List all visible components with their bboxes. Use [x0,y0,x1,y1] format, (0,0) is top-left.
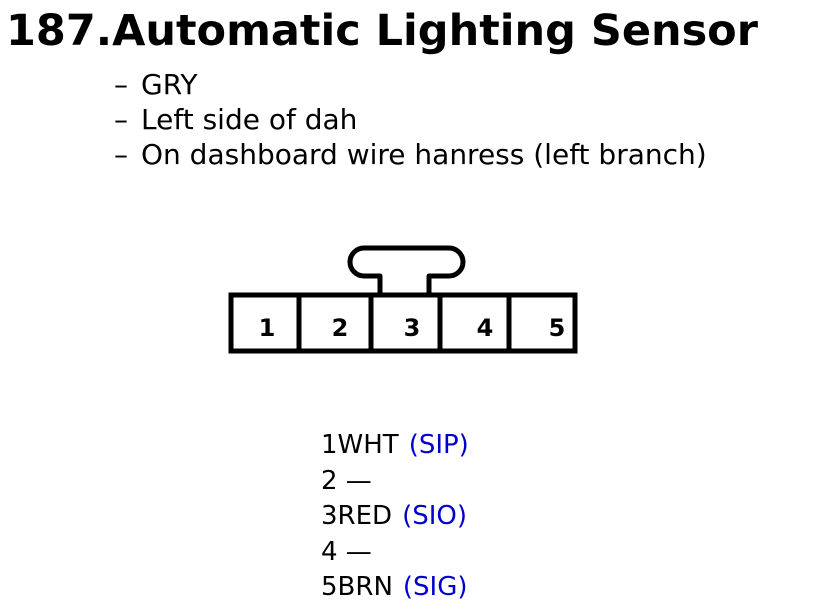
dash-marker: – [114,138,128,171]
pin-assignment-list: 1WHT (SIP) 2 — 3RED (SIO) 4 — 5BRN (SIG) [321,428,469,606]
detail-text: On dashboard wire hanress (left branch) [141,138,707,171]
page-title: 187.Automatic Lighting Sensor [6,6,758,56]
pin-signal: (SIP) [408,430,469,460]
pin-signal: (SIO) [402,501,467,531]
detail-harness: –On dashboard wire hanress (left branch) [114,137,707,172]
connector-diagram: 1 2 3 4 5 [228,245,578,354]
pin-label: 5BRN [321,572,393,602]
pin-row: 3RED (SIO) [321,499,469,535]
pin-label: 2 — [321,465,372,496]
pin-number-5: 5 [549,314,566,342]
pin-signal: (SIG) [402,572,468,602]
pin-number-2: 2 [332,314,349,342]
detail-location: –Left side of dah [114,102,707,137]
pin-row: 2 — [321,464,469,500]
pin-label: 4 — [321,536,372,567]
pin-number-3: 3 [404,314,421,342]
pin-number-1: 1 [259,314,276,342]
dash-marker: – [114,68,128,101]
pin-number-4: 4 [477,314,494,342]
pin-row: 5BRN (SIG) [321,570,469,606]
connector-details-list: –GRY –Left side of dah –On dashboard wir… [114,67,707,172]
dash-marker: – [114,103,128,136]
detail-color: –GRY [114,67,707,102]
pin-row: 1WHT (SIP) [321,428,469,464]
pin-label: 1WHT [321,430,399,460]
pin-row: 4 — [321,535,469,571]
connector-latch [347,245,466,295]
connector-body [228,292,578,354]
detail-text: Left side of dah [141,103,358,136]
pin-label: 3RED [321,501,393,531]
detail-text: GRY [141,68,198,101]
